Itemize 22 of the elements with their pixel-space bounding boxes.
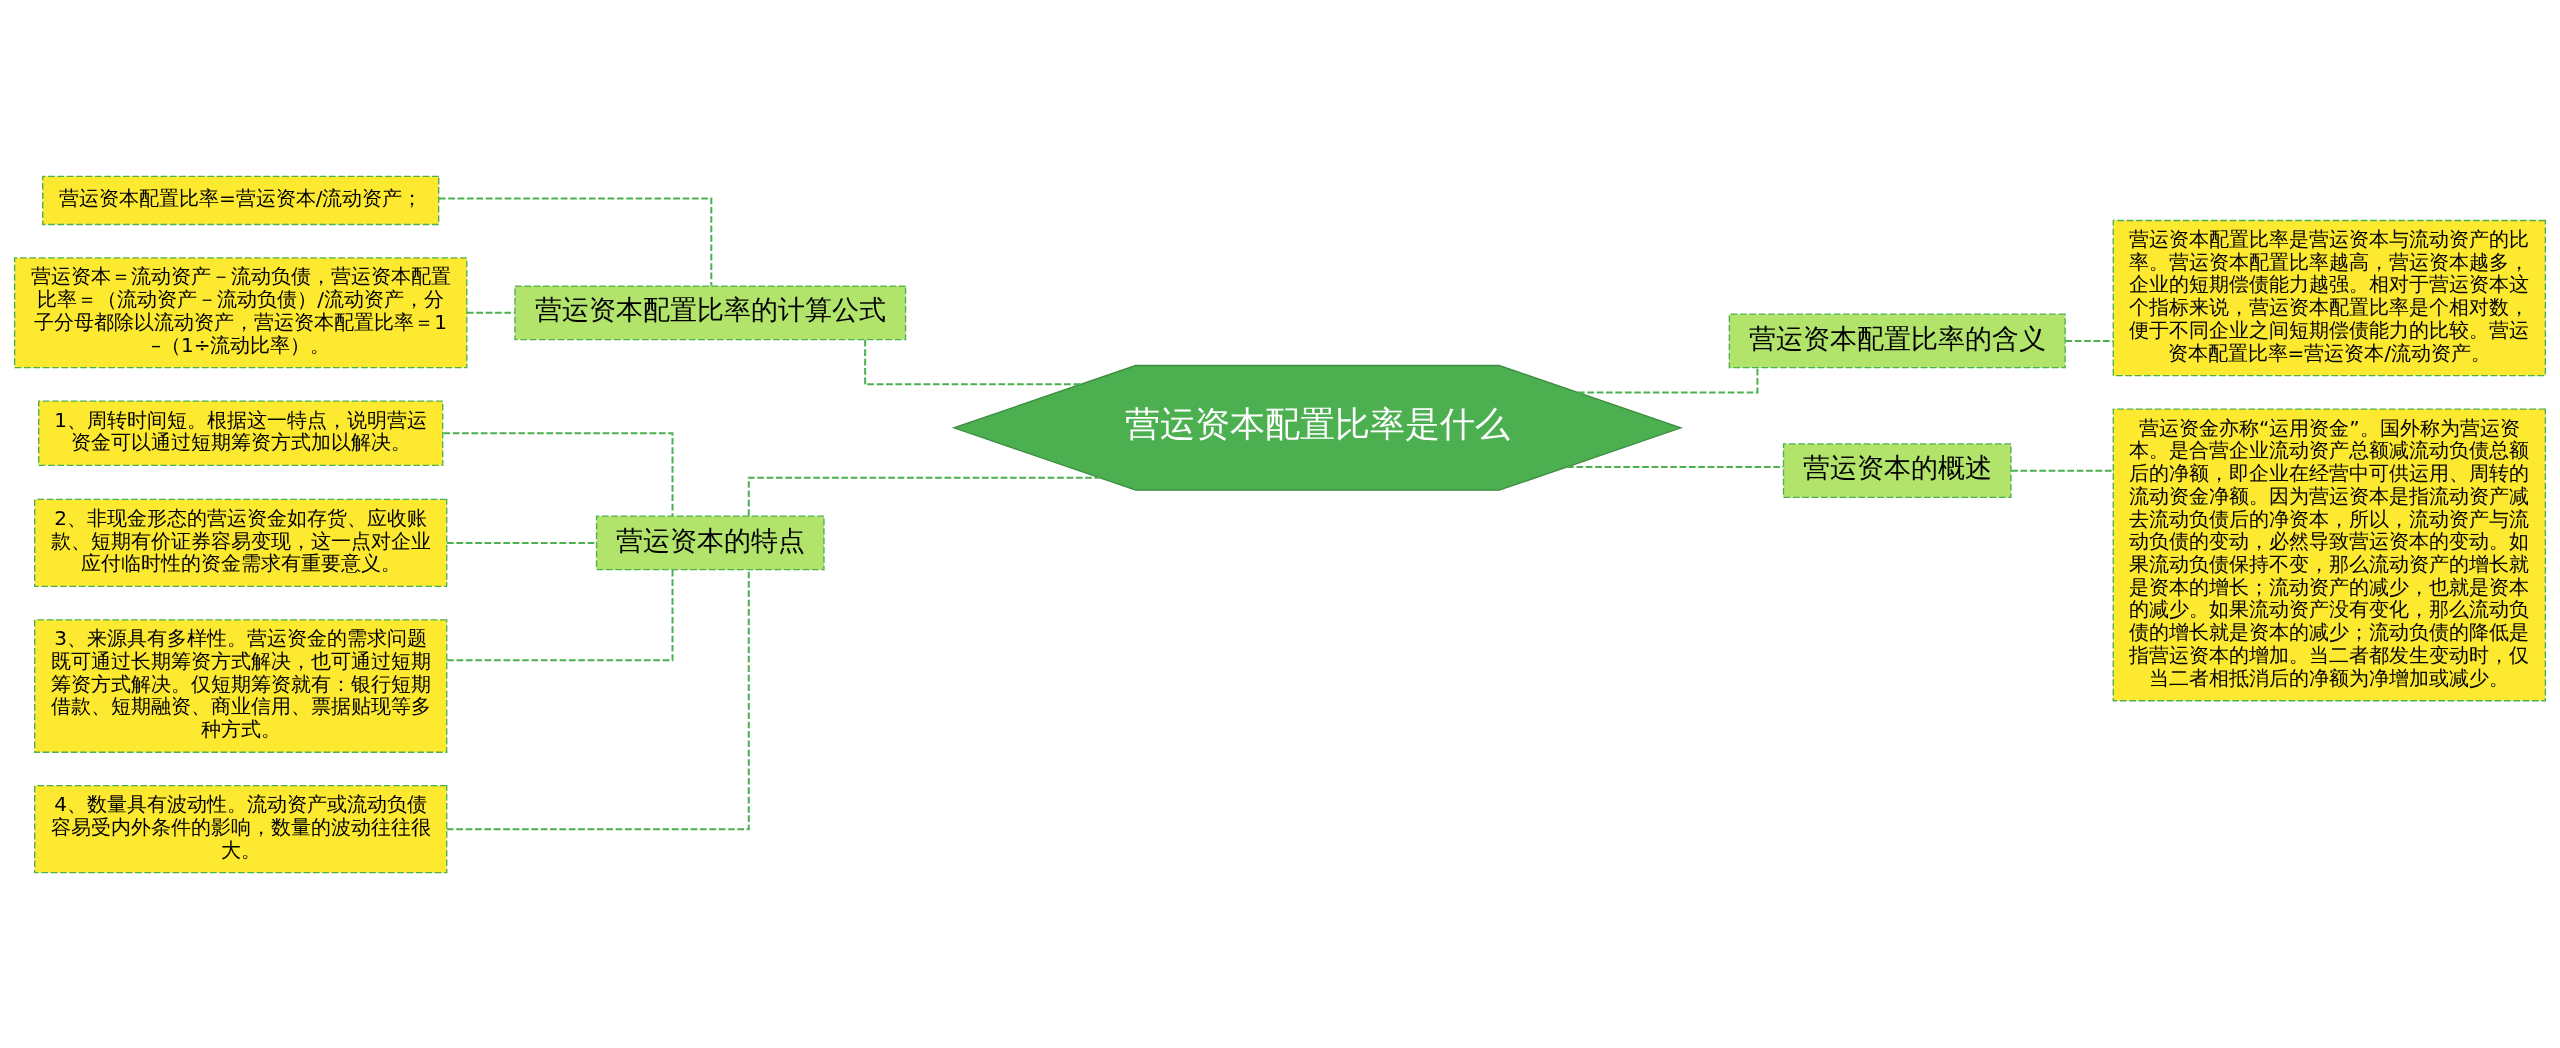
connector [443,431,674,516]
node-box: 1、周转时间短。根据这一特点，说明营运资金可以通过短期筹资方式加以解决。 [38,399,444,466]
connector [438,196,713,286]
connector [447,569,674,661]
node-box: 营运资本＝流动资产－流动负债，营运资本配置比率＝（流动资产－流动负债）/流动资产，分子分母都除以流动资产，营运资本配置比率＝1–（1÷流动比率）。 [13,256,468,368]
node-box: 营运资本的特点 [595,514,825,570]
node-box: 营运资本配置比率的计算公式 [514,284,907,340]
node-box: 营运资本配置比率是营运资本与流动资产的比率。营运资本配置比率越高，营运资本越多，企业的短期偿债能力越强。相对于营运资本这个指标来说，营运资本配置比率是个相对数，便于不同企业之间短期偿债能力的比较。营运资本配置比率=营运资本/流动资产。 [2112,219,2547,376]
node-box: 营运资本的概述 [1782,442,2012,498]
connector [864,339,1081,385]
node-box: 营运资本配置比率=营运资本/流动资产； [42,175,440,225]
connector [447,541,597,544]
connector [447,569,750,830]
connector [2011,469,2113,472]
connector [747,476,1100,516]
node-box: 营运资金亦称“运用资金”。国外称为营运资本。是合营企业流动资产总额减流动负债总额后的净额，即企业在经营中可供运用、周转的流动资金净额。因为营运资本是指流动资产减去流动负债后的净资本，所以，流动资产与流动负债的变动，必然导致营运资本的变动。如果流动负债保持不变，那么流动资产的增长就是资本的增长；流动资产的减少，也就是资本的减少。如果流动资产没有变化，那么流动负债的增长就是资本的减少；流动负债的降低是指营运资本的增加。当二者都发生变动时，仅当二者相抵消后的净额为净增加或减少。 [2112,407,2547,701]
node-box: 4、数量具有波动性。流动资产或流动负债容易受内外条件的影响，数量的波动往往很大。 [34,784,448,873]
node-box: 3、来源具有多样性。营运资金的需求问题既可通过长期筹资方式解决，也可通过短期筹资方式解决。仅短期筹资就有：银行短期借款、短期融资、商业信用、票据贴现等多种方式。 [34,618,448,753]
connector [466,311,515,314]
connector [2065,339,2114,342]
node-box: 营运资本配置比率的含义 [1728,312,2066,368]
node-box: 2、非现金形态的营运资金如存货、应收账款、短期有价证券容易变现，这一点对企业应付临时性的资金需求有重要意义。 [34,498,448,587]
